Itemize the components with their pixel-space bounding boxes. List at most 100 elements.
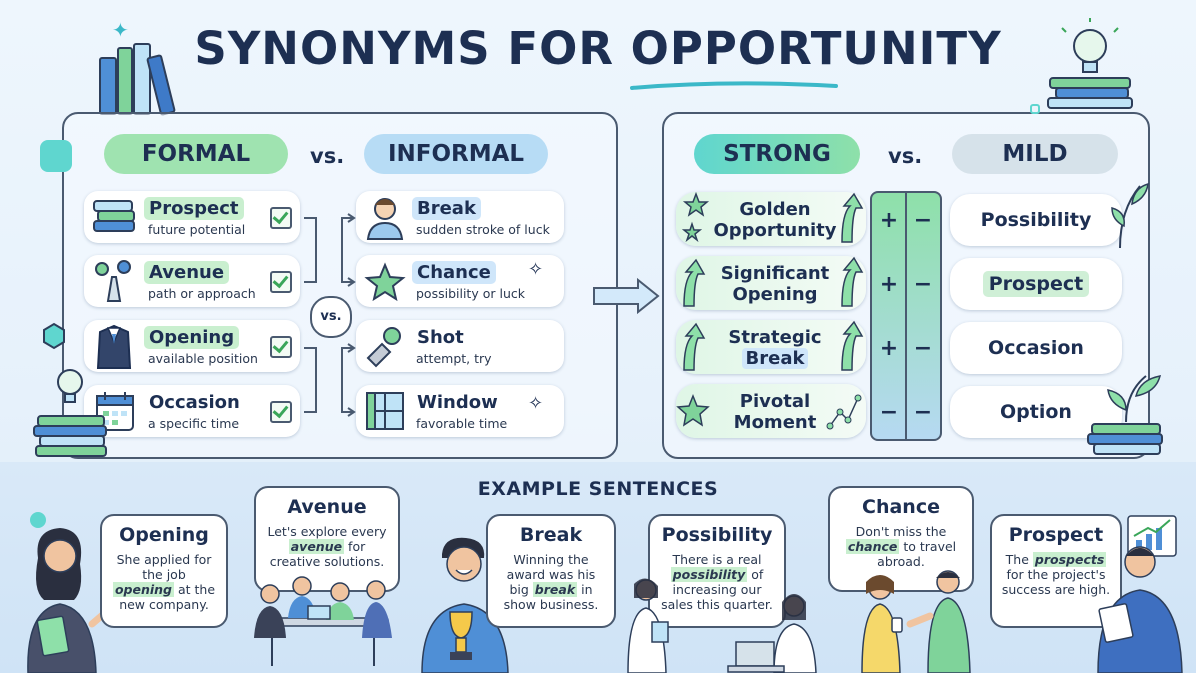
stars-icon [681,191,710,243]
example-bubble-break: Break Winning the award was his big brea… [486,514,616,628]
sentence-keyword: possibility [670,567,748,582]
colleagues-laptop-illustration [627,578,817,673]
mild-word: Prospect [982,271,1090,297]
checkbox-icon [270,336,292,358]
lightbulb-books-icon [1047,18,1133,109]
formal-label: FORMAL [104,134,288,174]
example-word: Prospect [1008,524,1104,546]
star-icon [364,262,406,302]
page-title: SYNONYMS FOR OPPORTUNITY [0,22,1196,75]
suit-icon [96,324,132,369]
strong-line-1: Pivotal [739,391,811,412]
formal-word: Avenue [144,261,230,284]
formal-word: Prospect [144,197,244,220]
informal-label: INFORMAL [364,134,548,174]
up-arrow-icon [683,322,706,371]
formal-definition: future potential [148,222,246,237]
sentence-part: to travel abroad. [877,539,957,569]
title-underline [630,81,838,90]
formal-definition: available position [148,351,258,366]
formal-card-opening: Opening available position [84,320,300,372]
formal-card-occasion: Occasion a specific time [84,385,300,437]
example-word: Break [519,524,583,546]
mild-card: Occasion [950,322,1122,374]
informal-word: Shot [417,327,464,348]
books-icon [93,200,135,232]
example-sentence: She applied for the job opening at the n… [110,552,218,612]
up-arrow-icon [683,258,706,307]
example-bubble-possibility: Possibility There is a real possibility … [648,514,786,628]
example-word: Chance [862,496,940,518]
decorative-dot [1030,104,1040,114]
plant-books-icon [1087,375,1163,455]
window-icon [366,392,404,430]
formal-definition: path or approach [148,286,256,301]
sentence-part: in show business. [503,582,599,612]
informal-word: Break [412,197,481,220]
formal-card-prospect: Prospect future potential [84,191,300,243]
strong-line-2: Opportunity [713,220,837,241]
sentence-part: Don't miss the [855,524,947,539]
team-meeting-illustration [254,576,392,666]
scale-sign: − [879,400,899,425]
sentence-keyword: prospects [1032,552,1107,567]
sentence-part: of increasing our sales this quarter. [661,567,773,612]
formal-word: Opening [144,326,240,349]
strong-line-1: Golden [739,199,811,220]
strong-label: STRONG [694,134,860,174]
examples-title: EXAMPLE SENTENCES [477,478,719,500]
formal-word: Occasion [149,392,240,413]
scale-sign: − [913,336,933,361]
lightbulb-books-icon [33,322,107,457]
scale-sign: + [879,272,899,297]
books-decoration-icon [99,43,176,116]
growth-chart-icon [1127,515,1177,557]
informal-definition: attempt, try [416,351,492,366]
person-icon [366,198,404,240]
example-word: Opening [119,524,209,546]
example-bubble-opening: Opening She applied for the job opening … [100,514,228,628]
example-sentence: The prospects for the project's success … [1000,552,1112,597]
scale-sign: + [879,208,899,233]
scale-sign: − [913,208,933,233]
sentence-keyword: break [532,582,578,597]
informal-definition: sudden stroke of luck [416,222,550,237]
decorative-dot [30,512,46,528]
strong-vs-mild: vs. [888,144,923,168]
example-word: Possibility [661,524,773,546]
mild-word: Option [1000,401,1072,423]
leaves-icon [1111,182,1149,249]
sentence-keyword: opening [112,582,174,597]
mild-card: Possibility [950,194,1122,246]
strong-line-1: Significant [720,263,830,284]
sentence-part: at the new company. [119,582,216,612]
up-arrow-icon [841,192,864,243]
informal-word: Window [417,392,498,413]
strong-line-2: Moment [733,412,817,433]
example-sentence: Let's explore every avenue for creative … [264,524,390,569]
example-bubble-prospect: Prospect The prospects for the project's… [990,514,1122,628]
sentence-part: Let's explore every [267,524,387,539]
scale-sign: − [913,272,933,297]
intensity-scale: + − + − + − − − [870,191,942,441]
center-vs-badge: vs. [310,296,352,338]
sparkle-icon: ✧ [528,393,544,414]
sentence-part: for creative solutions. [269,539,385,569]
mild-label: MILD [952,134,1118,174]
mild-word: Possibility [980,209,1092,231]
sparkle-icon: ✧ [528,259,544,280]
formal-card-avenue: Avenue path or approach [84,255,300,307]
informal-definition: favorable time [416,416,508,431]
title-part-2: OPPORTUNITY [630,22,1002,75]
checkbox-icon [270,207,292,229]
mild-card: Prospect [950,258,1122,310]
star-icon [676,393,710,427]
example-word: Avenue [287,496,367,518]
